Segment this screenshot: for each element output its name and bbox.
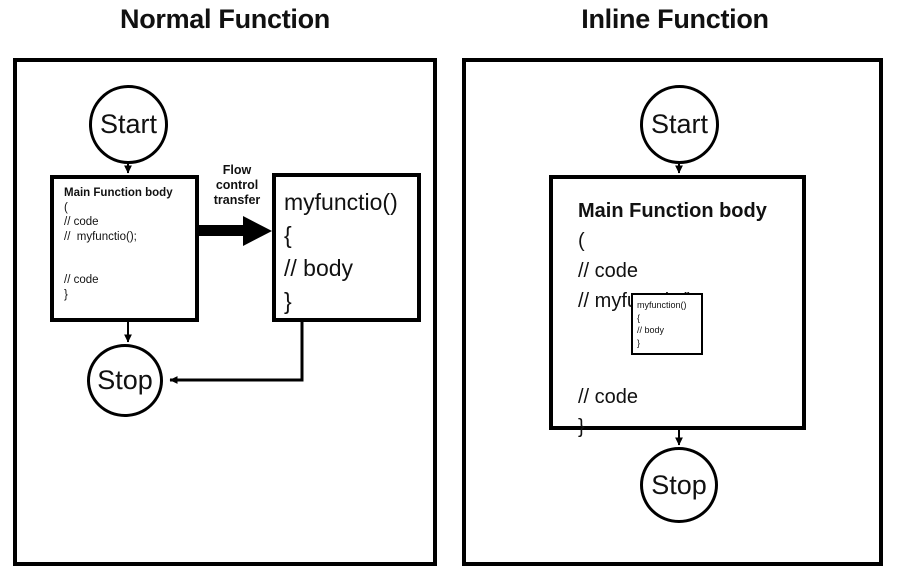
code-line: } [284,288,292,314]
code-line: // myfunctio(); [64,230,137,243]
code-line: ( [64,201,68,214]
flow-control-transfer-label: Flow control transfer [213,163,261,207]
stop-label: Stop [651,469,707,500]
code-line: ( [578,230,585,252]
code-line: myfunction() [637,300,687,310]
main-function-body-heading: Main Function body [578,200,767,222]
code-line: { [284,222,292,248]
code-line: { [637,312,641,323]
stop-terminator-inline: Stop [640,447,718,523]
code-line: // code [578,260,639,282]
stop-terminator-normal: Stop [87,344,163,417]
panel-normal-function: Normal Function Start Main Function body… [13,4,437,566]
code-line: // body [284,255,354,281]
code-line: myfunctio() [284,189,398,215]
start-terminator-normal: Start [89,85,168,164]
function-definition-code-normal: myfunctio() { // body } [284,186,398,318]
start-terminator-inline: Start [640,85,719,164]
function-definition-box-normal [272,173,421,322]
code-line: } [64,288,68,301]
inlined-function-box [631,293,703,355]
main-function-body-box-normal [50,175,199,322]
main-function-body-heading: Main Function body [64,187,173,199]
start-label: Start [650,109,709,139]
code-line: // code [64,274,99,286]
code-line: // body [637,325,665,335]
start-label: Start [99,109,158,139]
code-line: // code [64,216,99,228]
page-title-normal-function: Normal Function [120,4,330,34]
code-line-blank [64,259,173,274]
code-line: // code [578,386,639,408]
stop-label: Stop [97,365,153,395]
page-title-inline-function: Inline Function [581,4,769,34]
code-line: } [578,416,585,438]
code-line-blank [64,244,173,259]
code-line: } [637,337,641,348]
main-function-body-code-normal: Main Function body ( // code // myfuncti… [64,186,173,302]
inlined-function-code: myfunction() { // body } [637,299,687,349]
